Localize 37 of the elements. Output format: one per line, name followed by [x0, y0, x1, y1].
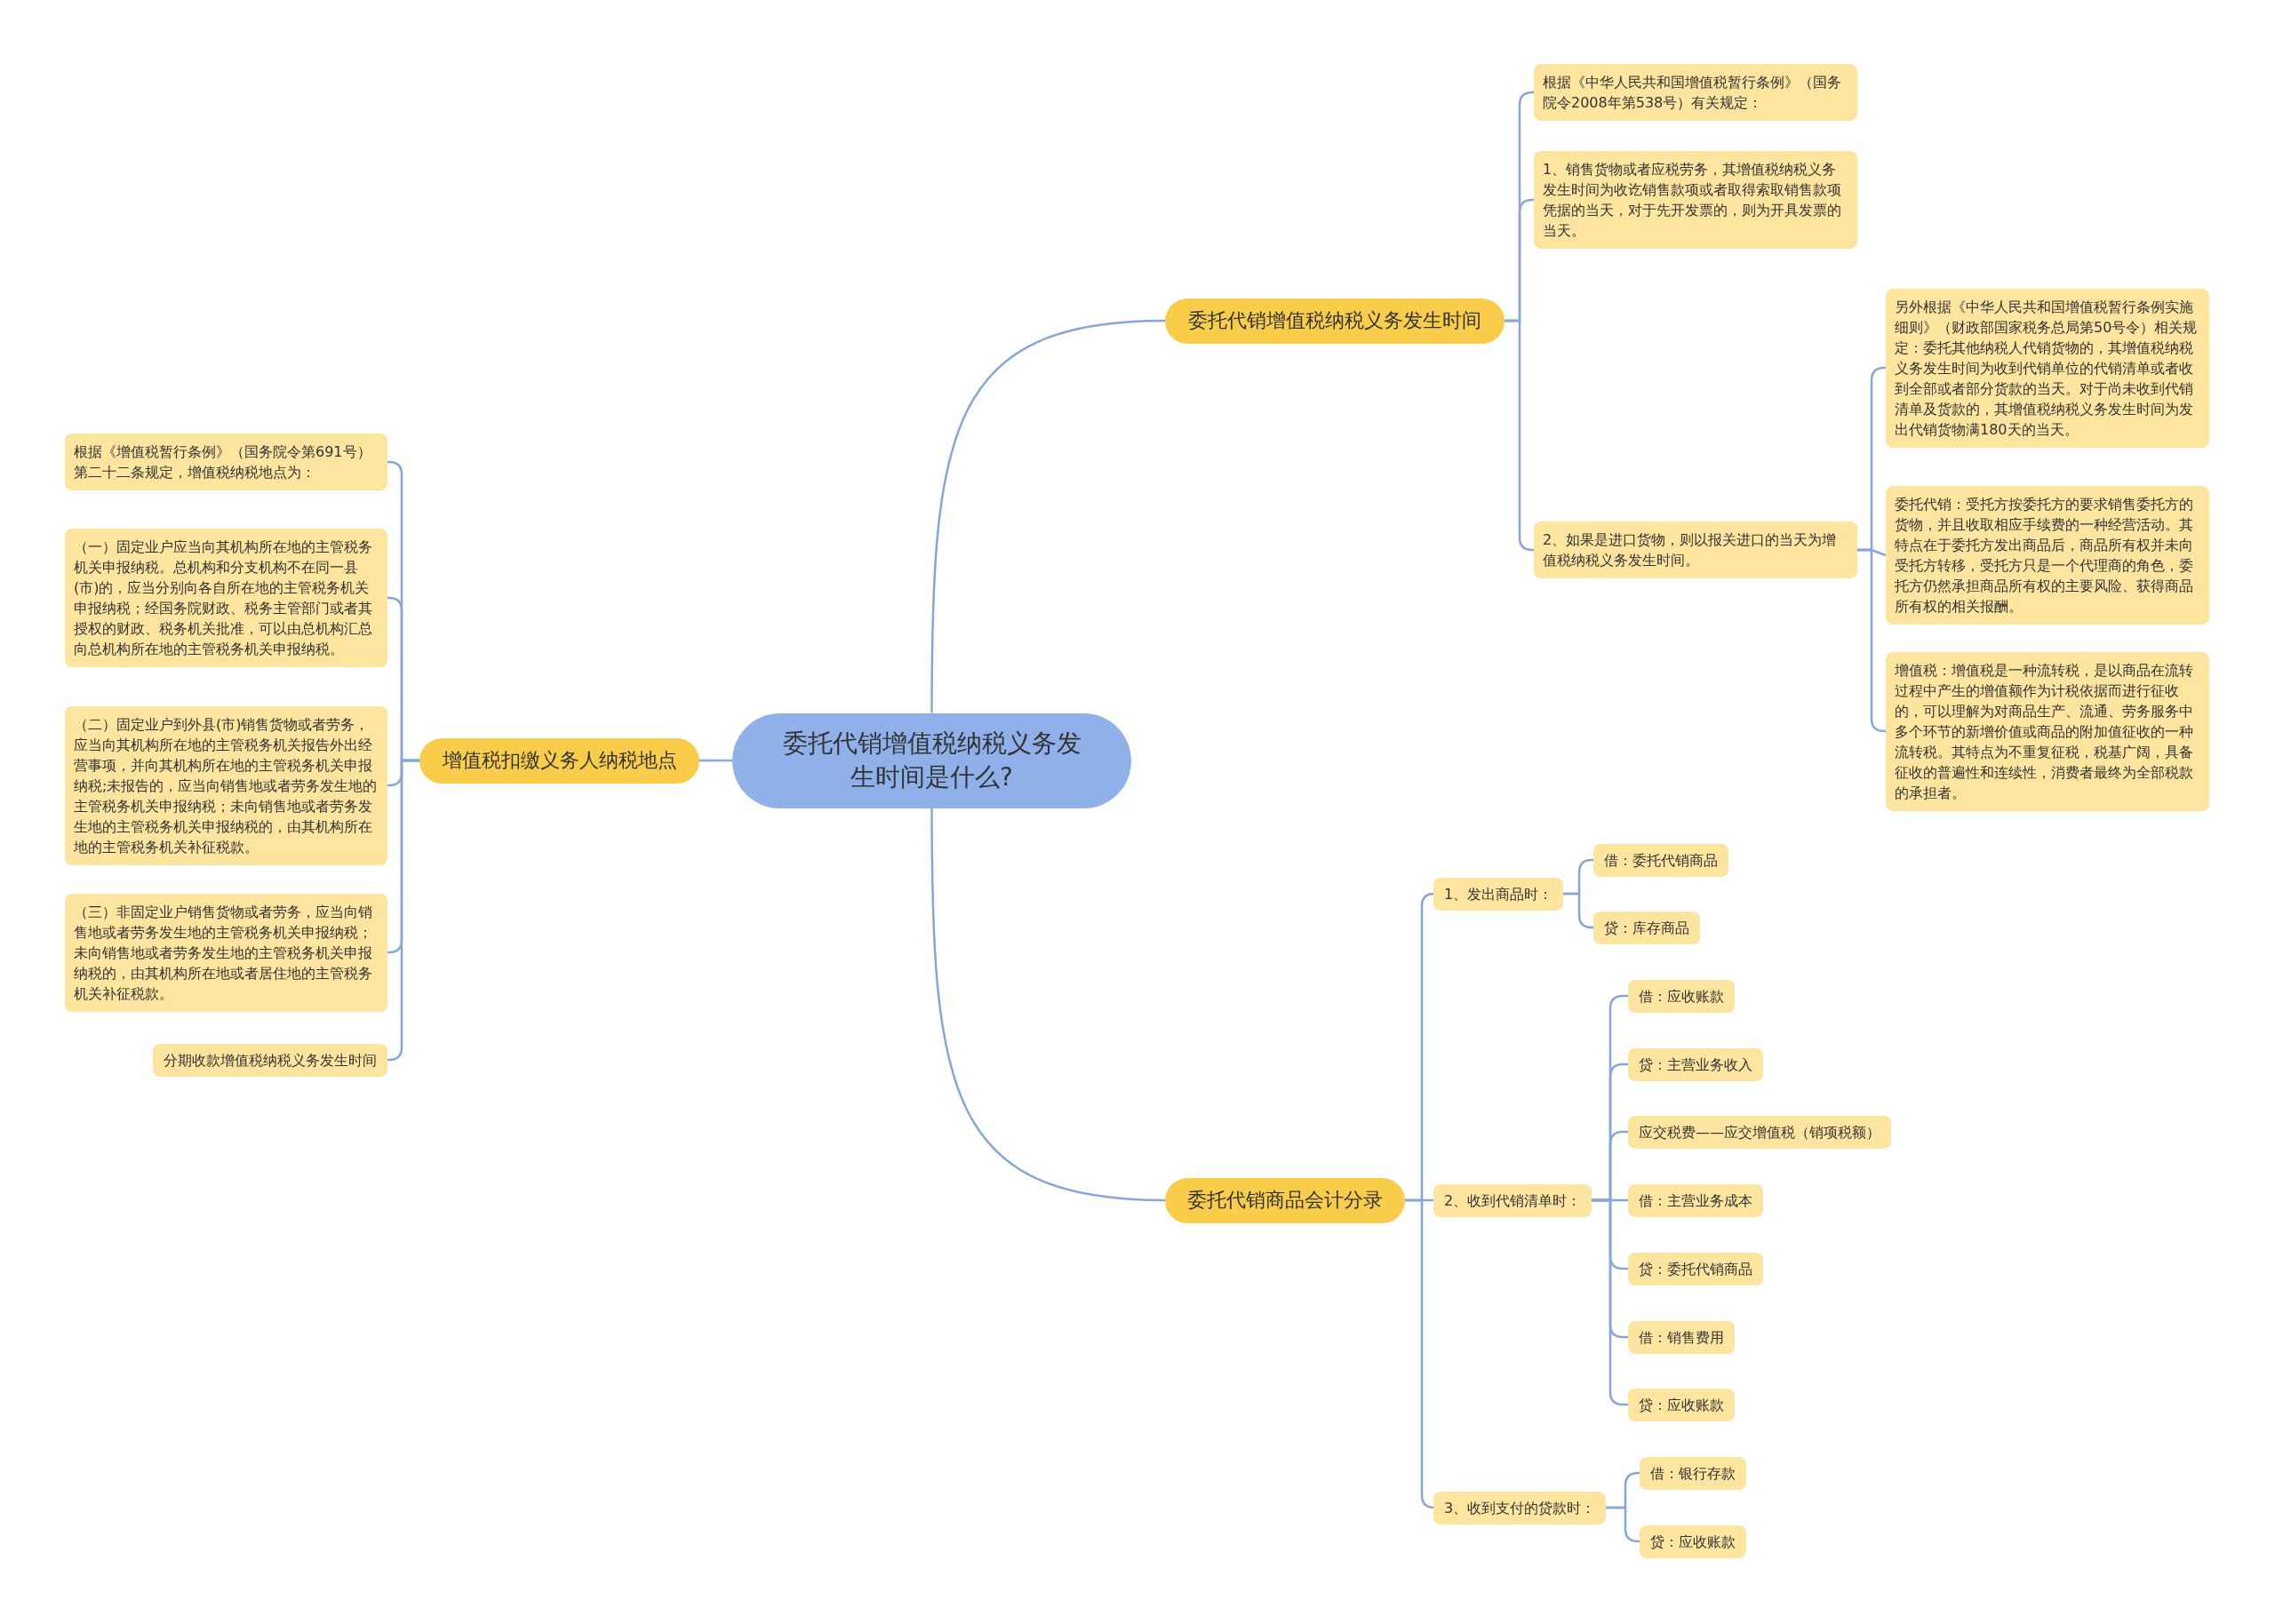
subtopic-box: 借：委托代销商品 [1593, 843, 1728, 877]
branch-topic-bubble: 委托代销商品会计分录 [1165, 1177, 1405, 1223]
subtopic-box: 分期收款增值税纳税义务发生时间 [153, 1043, 387, 1077]
note-box: （二）固定业户到外县(市)销售货物或者劳务，应当向其机构所在地的主管税务机关报告外出经营事项，并向其机构所在地的主管税务机关申报纳税;未报告的，应当向销售地或者劳务发生地的主管税务机关申报纳税；未向销售地或者劳务发生地的主管税务机关申报纳税的，由其机构所在地的主管税务机关补征税款。 [65, 705, 387, 865]
branch-topic-bubble: 增值税扣缴义务人纳税地点 [419, 737, 699, 784]
subtopic-box: 借：销售费用 [1628, 1320, 1735, 1354]
subtopic-box: 贷：主营业务收入 [1628, 1047, 1763, 1081]
branch-topic-bubble: 委托代销增值税纳税义务发生时间 [1165, 298, 1505, 344]
subtopic-box: 贷：应收账款 [1628, 1388, 1735, 1421]
subtopic-box: 2、收到代销清单时： [1433, 1183, 1592, 1217]
note-box: （三）非固定业户销售货物或者劳务，应当向销售地或者劳务发生地的主管税务机关申报纳税；未向销售地或者劳务发生地的主管税务机关申报纳税的，由其机构所在地或者居住地的主管税务机关补征税款。 [65, 893, 387, 1012]
subtopic-box: 借：主营业务成本 [1628, 1183, 1763, 1217]
note-box: 1、销售货物或者应税劳务，其增值税纳税义务发生时间为收讫销售款项或者取得索取销售款项凭据的当天，对于先开发票的，则为开具发票的当天。 [1534, 151, 1857, 249]
subtopic-box: 1、发出商品时： [1433, 877, 1564, 911]
subtopic-box: 应交税费——应交增值税（销项税额） [1628, 1115, 1891, 1149]
connector-line [387, 759, 419, 1062]
connector-line [930, 319, 1166, 713]
connector-line [699, 759, 732, 762]
note-box: （一）固定业户应当向其机构所在地的主管税务机关申报纳税。总机构和分支机构不在同一县(市)的，应当分别向各自所在地的主管税务机关申报纳税；经国务院财政、税务主管部门或者其授权的财政、税务机关批准，可以由总机构汇总向总机构所在地的主管税务机关申报纳税。 [65, 529, 387, 667]
central-topic-bubble: 委托代销增值税纳税义务发生时间是什么? [732, 712, 1131, 808]
note-box: 2、如果是进口货物，则以报关进口的当天为增值税纳税义务发生时间。 [1534, 521, 1857, 578]
connector-line [930, 808, 1166, 1202]
note-box: 根据《增值税暂行条例》（国务院令第691号）第二十二条规定，增值税纳税地点为： [65, 434, 387, 490]
connector-line [1857, 548, 1886, 733]
subtopic-box: 借：应收账款 [1628, 979, 1735, 1013]
subtopic-box: 3、收到支付的贷款时： [1433, 1491, 1607, 1524]
note-box: 根据《中华人民共和国增值税暂行条例》（国务院令2008年第538号）有关规定： [1534, 64, 1857, 121]
connector-line [1606, 1506, 1640, 1543]
subtopic-box: 借：银行存款 [1640, 1456, 1746, 1490]
connector-line [1563, 892, 1593, 929]
subtopic-box: 贷：委托代销商品 [1628, 1252, 1763, 1286]
note-box: 增值税：增值税是一种流转税，是以商品在流转过程中产生的增值额作为计税依据而进行征收的，可以理解为对商品生产、流通、劳务服务中多个环节的新增价值或商品的附加值征收的一种流转税。其特点为不重复征税，税基广阔，具备征收的普遍性和连续性，消费者最终为全部税款的承担者。 [1886, 651, 2209, 811]
subtopic-box: 贷：库存商品 [1593, 911, 1700, 944]
note-box: 委托代销：受托方按委托方的要求销售委托方的货物，并且收取相应手续费的一种经营活动。其特点在于委托方发出商品后，商品所有权并未向受托方转移，受托方只是一个代理商的角色，委托方仍然承担商品所有权的主要风险、获得商品所有权的相关报酬。 [1886, 486, 2209, 625]
connector-line [1505, 319, 1534, 552]
note-box: 另外根据《中华人民共和国增值税暂行条例实施细则》（财政部国家税务总局第50号令）相关规定：委托其他纳税人代销货物的，其增值税纳税义务发生时间为收到代销单位的代销清单或者收到全部或者部分货款的当天。对于尚未收到代销清单及货款的，其增值税纳税义务发生时间为发出代销货物满180天的当天。 [1886, 288, 2209, 448]
subtopic-box: 贷：应收账款 [1640, 1524, 1746, 1558]
